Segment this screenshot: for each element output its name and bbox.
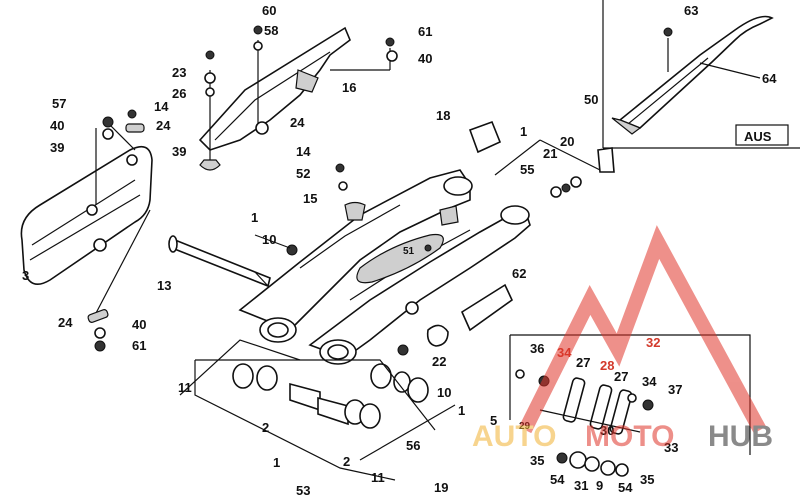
callout-10-right: 10 [437,385,451,400]
callout-1-left: 1 [251,210,258,225]
callout-9: 9 [596,478,603,493]
chain-guard-assembly [198,25,398,171]
inset-label: AUS [744,129,772,144]
callout-22: 22 [432,354,446,369]
callout-50: 50 [584,92,598,107]
misc-parts [426,120,615,347]
inset-label-box [735,124,789,146]
callout-labels: 60 58 23 26 16 61 40 57 40 39 14 24 39 2… [22,3,777,498]
callout-63: 63 [684,3,698,18]
callout-26: 26 [172,86,186,101]
callout-57: 57 [52,96,66,111]
callout-35-right: 35 [640,472,654,487]
callout-1-bottom: 1 [273,455,280,470]
callout-37: 37 [668,382,682,397]
callout-16: 16 [342,80,356,95]
callout-24-left: 24 [156,118,171,133]
watermark-word-a: AUTO [472,420,556,453]
watermark-word-c: HUB [708,420,773,453]
callout-61-top: 61 [418,24,432,39]
watermark-logo: AUTO MOTO HUB [472,225,773,453]
callout-18: 18 [436,108,450,123]
callout-10-left: 10 [262,232,276,247]
pivot-axle [168,234,298,288]
callout-24-mid: 24 [290,115,305,130]
callout-56: 56 [406,438,420,453]
callout-55: 55 [520,162,534,177]
watermark-word-b: MOTO [585,420,674,453]
callout-2-left: 2 [262,420,269,435]
callout-15: 15 [303,191,317,206]
inset-panel: AUS [602,0,800,149]
callout-35-left: 35 [530,453,544,468]
callout-3: 3 [22,268,29,283]
callout-21: 21 [543,146,557,161]
callout-53: 53 [296,483,310,498]
callout-23: 23 [172,65,186,80]
callout-20: 20 [560,134,574,149]
callout-14-mid: 14 [296,144,311,159]
callout-40-top: 40 [418,51,432,66]
callout-40-low: 40 [132,317,146,332]
callout-33: 33 [664,440,678,455]
callout-28: 28 [600,358,614,373]
callout-32: 32 [646,335,660,350]
chain-guide-part [618,15,774,129]
callout-13: 13 [157,278,171,293]
callout-54-left: 54 [550,472,565,487]
linkage-inset [509,334,751,477]
callout-39-left: 39 [50,140,64,155]
callout-51: 51 [403,246,415,257]
chain-slider-assembly [20,109,153,352]
callout-14-left: 14 [154,99,169,114]
bearing-row [179,339,456,481]
callout-58: 58 [264,23,278,38]
callout-39-mid: 39 [172,144,186,159]
callout-60: 60 [262,3,276,18]
callout-24-low: 24 [58,315,73,330]
callout-30: 30 [600,423,614,438]
callout-62: 62 [512,266,526,281]
callout-64: 64 [762,71,777,86]
callout-19: 19 [434,480,448,495]
swingarm [238,163,531,365]
callout-36: 36 [530,341,544,356]
callout-11-left: 11 [178,380,192,395]
callout-54-right: 54 [618,480,633,495]
callout-52: 52 [296,166,310,181]
callout-61-low: 61 [132,338,146,353]
callout-5: 5 [490,413,497,428]
callout-1-top: 1 [520,124,527,139]
callout-11-right: 11 [371,470,385,485]
callout-1-right: 1 [458,403,465,418]
callout-27-left: 27 [576,355,590,370]
callout-27-right: 27 [614,369,628,384]
callout-40-left: 40 [50,118,64,133]
callout-34-right: 34 [642,374,657,389]
callout-31: 31 [574,478,588,493]
callout-2-right: 2 [343,454,350,469]
